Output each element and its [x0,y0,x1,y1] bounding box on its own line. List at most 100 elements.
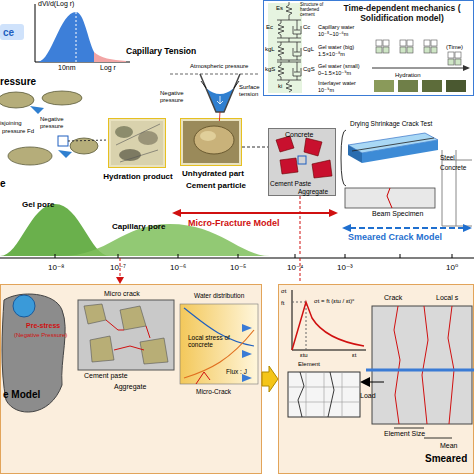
water-distribution-figure [242,374,252,382]
annotation-label: 1.5×10⁻⁸m [318,51,345,57]
water-distribution-figure [180,304,258,384]
beam-specimen [345,188,435,208]
pore-structure [68,140,108,141]
annotation-label: 10⁻⁸ [48,263,65,272]
annotation-label: σt = ft (εtu / εt)ᶜ [314,298,354,305]
annotation-label: εt [352,352,356,359]
scale-band [342,224,351,232]
water-distribution-figure [242,350,252,358]
smeared-crack-figure [372,306,472,424]
annotation-label: Crack [384,294,402,302]
annotation-label: 10⁻³ [337,263,353,272]
smeared-crack-figure [366,369,474,372]
unhydrated-particle-image [194,126,234,154]
element-mesh [288,372,360,417]
capillary-tube [170,74,258,75]
unhydrated-particle-image [183,121,239,163]
annotation-label: kgL [265,46,275,53]
micro-crack-figure [78,300,174,370]
water-distribution-figure [184,330,254,378]
annotation-label: pressure Fd [2,128,34,135]
pore-structure [58,150,72,158]
annotation-label: Gel pore [22,200,54,209]
annotation-label: (Negative Pressure) [14,332,67,339]
concrete-section [280,158,298,174]
annotation-label: σt [281,288,286,295]
annotation-label: CgL [303,46,314,53]
annotation-label: Cement particle [186,181,246,190]
node-label: Time-dependent mechanics ( Solidificatio… [332,4,472,24]
annotation-label: ce [3,27,14,39]
micro-crack-figure [140,338,168,364]
annotation-label: Concrete [440,164,466,171]
pore-structure [42,91,82,105]
annotation-label: (Time) [446,44,463,51]
annotation-label: Interlayer water [318,80,356,86]
beam-specimen [352,138,434,151]
hydration-product-image [119,149,141,161]
scale-band [463,224,472,232]
annotation-label: Log r [100,64,116,72]
pore-distribution [35,4,36,62]
scale-band [0,257,474,258]
capillary-tube [201,81,239,88]
scale-band [172,209,181,217]
annotation-label: Ec [266,24,273,31]
pore-model-figure [13,295,35,317]
annotation-label: ressure [0,76,36,88]
node-label: Unhydrated part [177,169,249,178]
scale-band [0,204,110,256]
annotation-label: Cement paste [84,372,128,380]
annotation-label: Element [298,361,320,368]
annotation-label: Gel water (big) [318,44,354,50]
annotation-label: Micro-Fracture Model [188,218,280,228]
capillary-tube [217,96,223,104]
annotation-label: Flux : J [226,368,247,375]
annotation-label: kgS [265,66,275,73]
annotation-label: Micro-Crack [196,388,231,395]
annotation-label: 10⁻⁴ [287,263,304,272]
annotation-label: pressure [40,123,63,130]
annotation-label: Micro crack [104,290,140,298]
annotation-label: Local stress of concrete [188,334,254,349]
unhydrated-particle-image [183,121,239,163]
element-mesh [288,372,360,417]
annotation-label: Capillary water [318,24,354,30]
pore-structure [8,147,52,165]
annotation-label: Pre-stress [26,322,60,330]
pore-model-figure [2,294,65,412]
micro-crack-figure [84,304,106,324]
node-label: Hydration product [97,172,179,181]
micro-crack-figure [120,306,146,330]
annotation-label: Load [360,392,376,400]
node-label: Concrete [285,131,313,139]
beam-specimen [387,188,392,208]
annotation-label: 0~1.5×10⁻⁹m [318,70,351,76]
element-mesh [288,372,360,417]
annotation-label: 10⁻⁶ [170,263,186,272]
spring-chain [286,2,292,92]
pore-model-figure [2,294,65,412]
annotation-label: Structure of hardened cement [300,2,332,18]
scale-band [120,196,300,282]
annotation-label: 10⁻⁹m [318,87,334,93]
hydration-product-image [111,121,163,165]
pore-structure [0,92,34,108]
annotation-label: Smeared Crack Model [348,232,442,242]
annotation-label: Beam Specimen [372,210,423,218]
annotation-label: e [0,178,6,190]
smeared-crack-figure [360,306,474,438]
annotation-label: Atmospheric pressure [190,63,248,70]
annotation-label: 10⁻⁵~10⁻⁶m [318,31,348,37]
micro-crack-figure [90,336,114,362]
beam-specimen [341,130,472,226]
annotation-label: Negative [40,116,64,123]
water-distribution-figure [180,304,258,384]
scale-band [55,254,452,258]
annotation-label: Element Size [384,430,425,438]
smeared-crack-figure [394,306,454,424]
scale-band [116,277,124,284]
annotation-label: 10⁰ [446,263,458,272]
annotation-label: Cc [303,24,310,31]
hydration-product-image [116,124,160,162]
